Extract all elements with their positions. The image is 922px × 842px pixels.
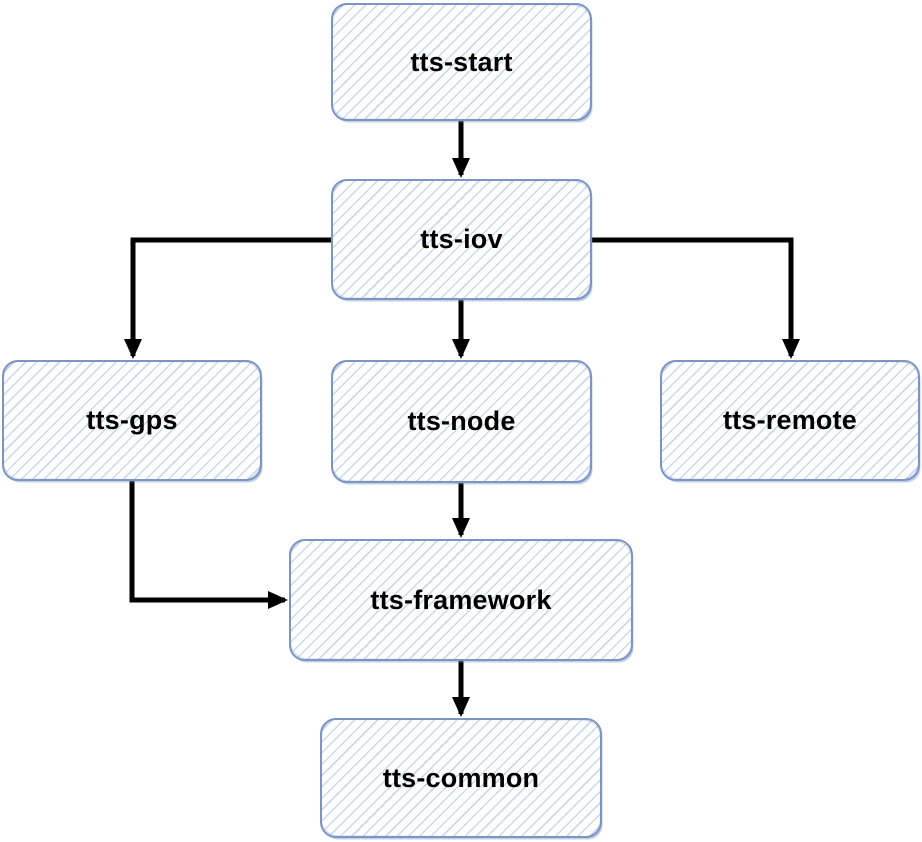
node-label: tts-framework: [370, 584, 552, 615]
node-tts-remote: tts-remote: [660, 360, 920, 481]
node-tts-start: tts-start: [331, 3, 592, 121]
node-tts-framework: tts-framework: [289, 539, 633, 661]
node-tts-node: tts-node: [331, 360, 592, 483]
edge-tts-gps-to-tts-framework: [129, 481, 288, 609]
node-tts-iov: tts-iov: [331, 179, 592, 300]
node-tts-common: tts-common: [320, 718, 602, 838]
node-label: tts-gps: [86, 405, 178, 435]
node-tts-gps: tts-gps: [2, 360, 262, 481]
node-label: tts-node: [407, 406, 516, 436]
edge-tts-iov-to-tts-remote: [592, 237, 800, 359]
node-label: tts-common: [382, 762, 540, 793]
node-label: tts-start: [410, 46, 513, 77]
node-label: tts-iov: [420, 224, 503, 254]
edge-tts-iov-to-tts-gps: [124, 237, 331, 359]
node-label: tts-remote: [722, 405, 858, 435]
